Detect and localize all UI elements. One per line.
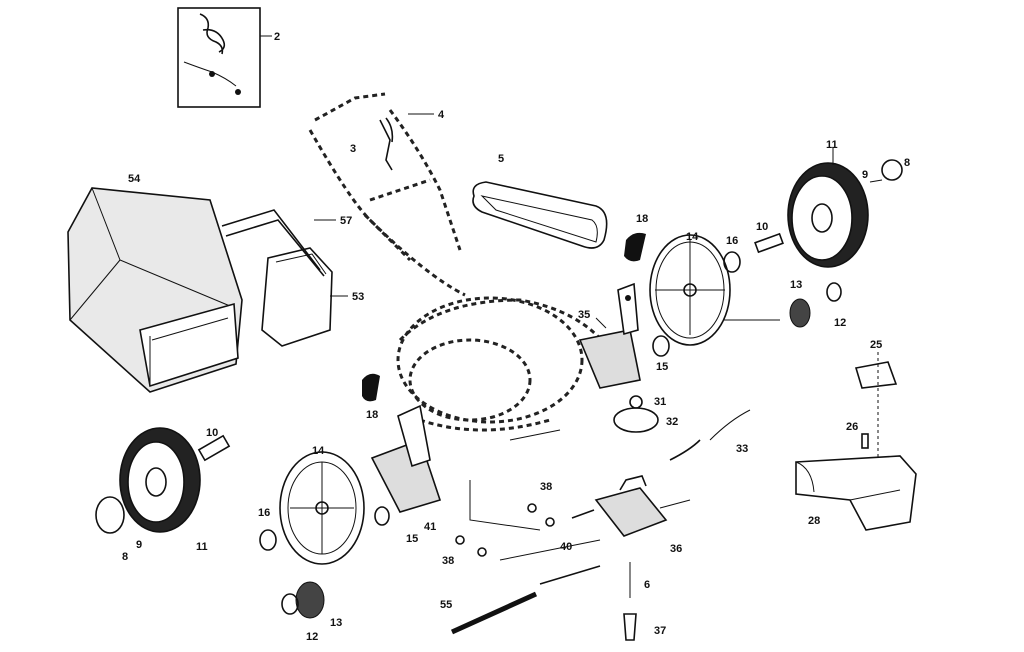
part-number-25: 25 <box>870 339 882 351</box>
part-number-6: 6 <box>644 579 650 591</box>
part-number-5: 5 <box>498 153 504 165</box>
grass-bag <box>67 187 243 393</box>
part-number-2: 2 <box>274 31 280 43</box>
drive-left <box>95 373 442 619</box>
drive-wheel-right <box>649 234 731 346</box>
part-number-38a: 38 <box>540 481 552 493</box>
part-number-10b: 10 <box>206 427 218 439</box>
part-number-28: 28 <box>808 515 820 527</box>
part-number-53: 53 <box>352 291 364 303</box>
small-parts-right <box>624 159 903 357</box>
part-number-9b: 9 <box>136 539 142 551</box>
part-number-4: 4 <box>438 109 445 121</box>
part-number-26: 26 <box>846 421 858 433</box>
mower-deck <box>396 296 612 432</box>
part-number-14b: 14 <box>312 445 325 457</box>
part-number-8a: 8 <box>904 157 910 169</box>
part-number-18b: 18 <box>366 409 378 421</box>
part-number-12b: 12 <box>306 631 318 643</box>
part-number-12a: 12 <box>834 317 846 329</box>
inset-cable-box <box>177 7 272 108</box>
part-number-54: 54 <box>128 173 141 185</box>
part-number-31: 31 <box>654 396 666 408</box>
part-number-32: 32 <box>666 416 678 428</box>
part-number-18a: 18 <box>636 213 648 225</box>
part-number-13b: 13 <box>330 617 342 629</box>
handle-assembly <box>308 92 466 297</box>
part-number-41: 41 <box>424 521 436 533</box>
part-number-40: 40 <box>560 541 572 553</box>
part-number-15b: 15 <box>406 533 418 545</box>
part-number-37: 37 <box>654 625 666 637</box>
part-number-55: 55 <box>440 599 452 611</box>
gear-case-right <box>578 282 641 389</box>
rear-shield <box>795 352 917 531</box>
part-number-13a: 13 <box>790 279 802 291</box>
part-number-16b: 16 <box>258 507 270 519</box>
part-number-14a: 14 <box>686 231 699 243</box>
part-number-35: 35 <box>578 309 590 321</box>
part-number-16a: 16 <box>726 235 738 247</box>
transmission <box>450 395 751 641</box>
part-number-15a: 15 <box>656 361 668 373</box>
part-number-33: 33 <box>736 443 748 455</box>
part-number-3: 3 <box>350 143 356 155</box>
part-number-9a: 9 <box>862 169 868 181</box>
part-number-11a: 11 <box>826 139 838 151</box>
rear-wheel-right <box>787 148 869 268</box>
part-number-38b: 38 <box>442 555 454 567</box>
part-number-36: 36 <box>670 543 682 555</box>
part-number-10a: 10 <box>756 221 768 233</box>
part-labels: 2 4 3 5 11 9 8 54 57 53 18 14 16 10 35 1… <box>122 31 910 643</box>
part-number-11b: 11 <box>196 541 208 553</box>
part-number-57: 57 <box>340 215 352 227</box>
drive-belt <box>472 181 608 249</box>
bag-frame <box>221 209 348 347</box>
part-number-8b: 8 <box>122 551 128 563</box>
